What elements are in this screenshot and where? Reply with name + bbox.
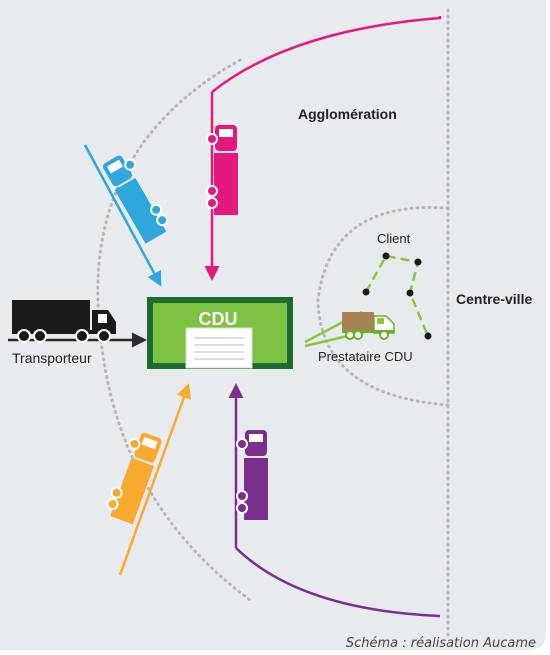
client-node — [382, 252, 390, 260]
van-icon — [342, 312, 395, 340]
centre-ville-boundary — [316, 205, 450, 407]
cdu-label: CDU — [199, 309, 238, 329]
client-label: Client — [377, 231, 411, 246]
client-node — [406, 289, 414, 297]
centre-ville-label: Centre-ville — [456, 291, 532, 307]
orange-flow — [118, 383, 191, 576]
agglomeration-label: Agglomération — [298, 106, 397, 122]
client-node — [414, 258, 422, 266]
client-node — [424, 332, 432, 340]
cyan-flow — [83, 144, 162, 287]
prestataire-label: Prestataire CDU — [318, 349, 413, 364]
credit-text: Schéma : réalisation Aucame — [345, 636, 536, 651]
truck-icon — [12, 300, 116, 343]
transporteur-label: Transporteur — [12, 350, 92, 366]
truck-icon — [102, 155, 169, 244]
purple-flow — [228, 383, 441, 618]
truck-icon — [106, 432, 162, 525]
truck-icon — [206, 125, 238, 215]
client-node — [362, 288, 370, 296]
client-nodes — [362, 252, 432, 340]
truck-icon — [236, 430, 268, 520]
building-icon — [147, 297, 293, 369]
